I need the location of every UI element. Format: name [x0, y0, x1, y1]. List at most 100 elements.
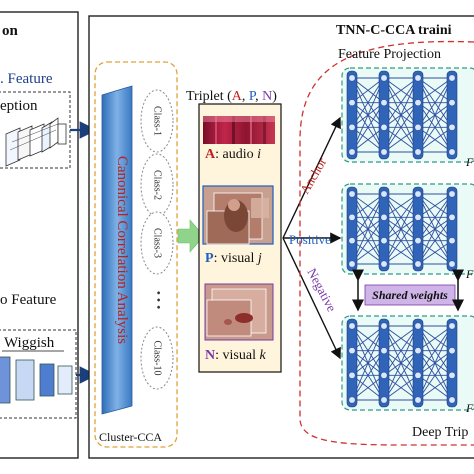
network-node [448, 322, 456, 330]
network-node [448, 74, 456, 82]
network-layer [378, 70, 390, 160]
network-connection [383, 374, 419, 401]
anchor-projection-network [341, 67, 474, 163]
anchor-label: A: audio i [205, 147, 261, 162]
network-layer [412, 186, 424, 272]
output-label: F [465, 401, 474, 415]
network-connection [417, 374, 453, 401]
network-node [348, 396, 356, 404]
network-layer [378, 318, 390, 408]
network-node [380, 322, 388, 330]
network-connection [351, 325, 385, 376]
cluster-cca-label: Cluster-CCA [99, 430, 162, 444]
network-node [380, 260, 388, 268]
network-connection [417, 126, 453, 153]
network-node [448, 237, 456, 245]
network-node [414, 260, 422, 268]
network-connection [351, 77, 385, 104]
network-node [380, 396, 388, 404]
network-layer [346, 70, 358, 160]
anchor-arrow [282, 116, 341, 239]
shared-weights: Shared weights [352, 269, 464, 312]
network-node [448, 148, 456, 156]
training-panel: TNN-C-CCA traini Canonical Correlation A… [88, 15, 474, 459]
network-connection [351, 325, 385, 352]
triplet-arrow [177, 219, 205, 253]
network-node [348, 74, 356, 82]
network-node [348, 99, 356, 107]
cnn-layers-icon [5, 117, 67, 167]
cluster-cca-box [94, 61, 178, 448]
training-panel-title: TNN-C-CCA traini [336, 23, 452, 38]
network-layer [412, 70, 424, 160]
network-node [380, 99, 388, 107]
network-connection [383, 217, 419, 265]
network-connection [351, 240, 385, 265]
network-connection [383, 126, 419, 153]
network-connection [383, 193, 419, 218]
network-connection [351, 193, 385, 241]
network-node [448, 396, 456, 404]
network-connection [417, 77, 453, 128]
network-connection [351, 325, 385, 401]
class-label: Class-10 [152, 341, 163, 376]
network-connection [383, 325, 419, 352]
network-connection [417, 325, 453, 401]
network-node [448, 213, 456, 221]
network-connection [351, 193, 385, 265]
network-connection [417, 217, 453, 265]
output-label: F [465, 267, 474, 281]
network-connection [417, 102, 453, 153]
network-node [380, 148, 388, 156]
network-layer [446, 186, 458, 272]
network-layer [446, 318, 458, 408]
network-node [380, 213, 388, 221]
network-connection [417, 350, 453, 401]
output-label: F [465, 155, 474, 169]
network-connection [417, 77, 453, 153]
network-node [414, 347, 422, 355]
network-node [414, 148, 422, 156]
class-ellipse [140, 326, 174, 390]
network-node [380, 123, 388, 131]
network-node [414, 123, 422, 131]
network-node [414, 322, 422, 330]
network-layer [346, 318, 358, 408]
network-node [448, 99, 456, 107]
positive-video-frames [202, 185, 274, 245]
network-connection [383, 193, 419, 241]
network-node [348, 371, 356, 379]
network-layer [378, 186, 390, 272]
audio-feature-label: o Feature [0, 292, 57, 308]
network-connection [383, 240, 419, 265]
network-node [348, 322, 356, 330]
network-connection [351, 350, 385, 401]
network-connection [383, 350, 419, 401]
network-node [448, 347, 456, 355]
network-node [348, 237, 356, 245]
network-connection [417, 193, 453, 241]
audio-spectrogram [203, 116, 275, 144]
feature-extraction-panel: on . Feature eption o Feature Wiggish [0, 11, 98, 459]
network-connection [417, 193, 453, 265]
network-connection [351, 77, 385, 153]
class-label: Class-2 [152, 170, 163, 200]
network-layer [412, 318, 424, 408]
network-node [414, 396, 422, 404]
positive-projection-network [341, 183, 474, 275]
cca-title: Canonical Correlation Analysis [114, 156, 130, 344]
network-connection [351, 217, 385, 265]
deep-triplet-region [299, 40, 474, 446]
class-label: Class-3 [152, 228, 163, 258]
visual-feature-label: . Feature [0, 71, 53, 87]
network-connection [417, 325, 453, 376]
shared-weights-label: Shared weights [372, 288, 448, 302]
network-node [348, 148, 356, 156]
network-layer [346, 186, 358, 272]
network-connection [351, 77, 385, 128]
network-node [414, 213, 422, 221]
network-connection [351, 126, 385, 153]
network-node [414, 371, 422, 379]
network-connection [417, 240, 453, 265]
